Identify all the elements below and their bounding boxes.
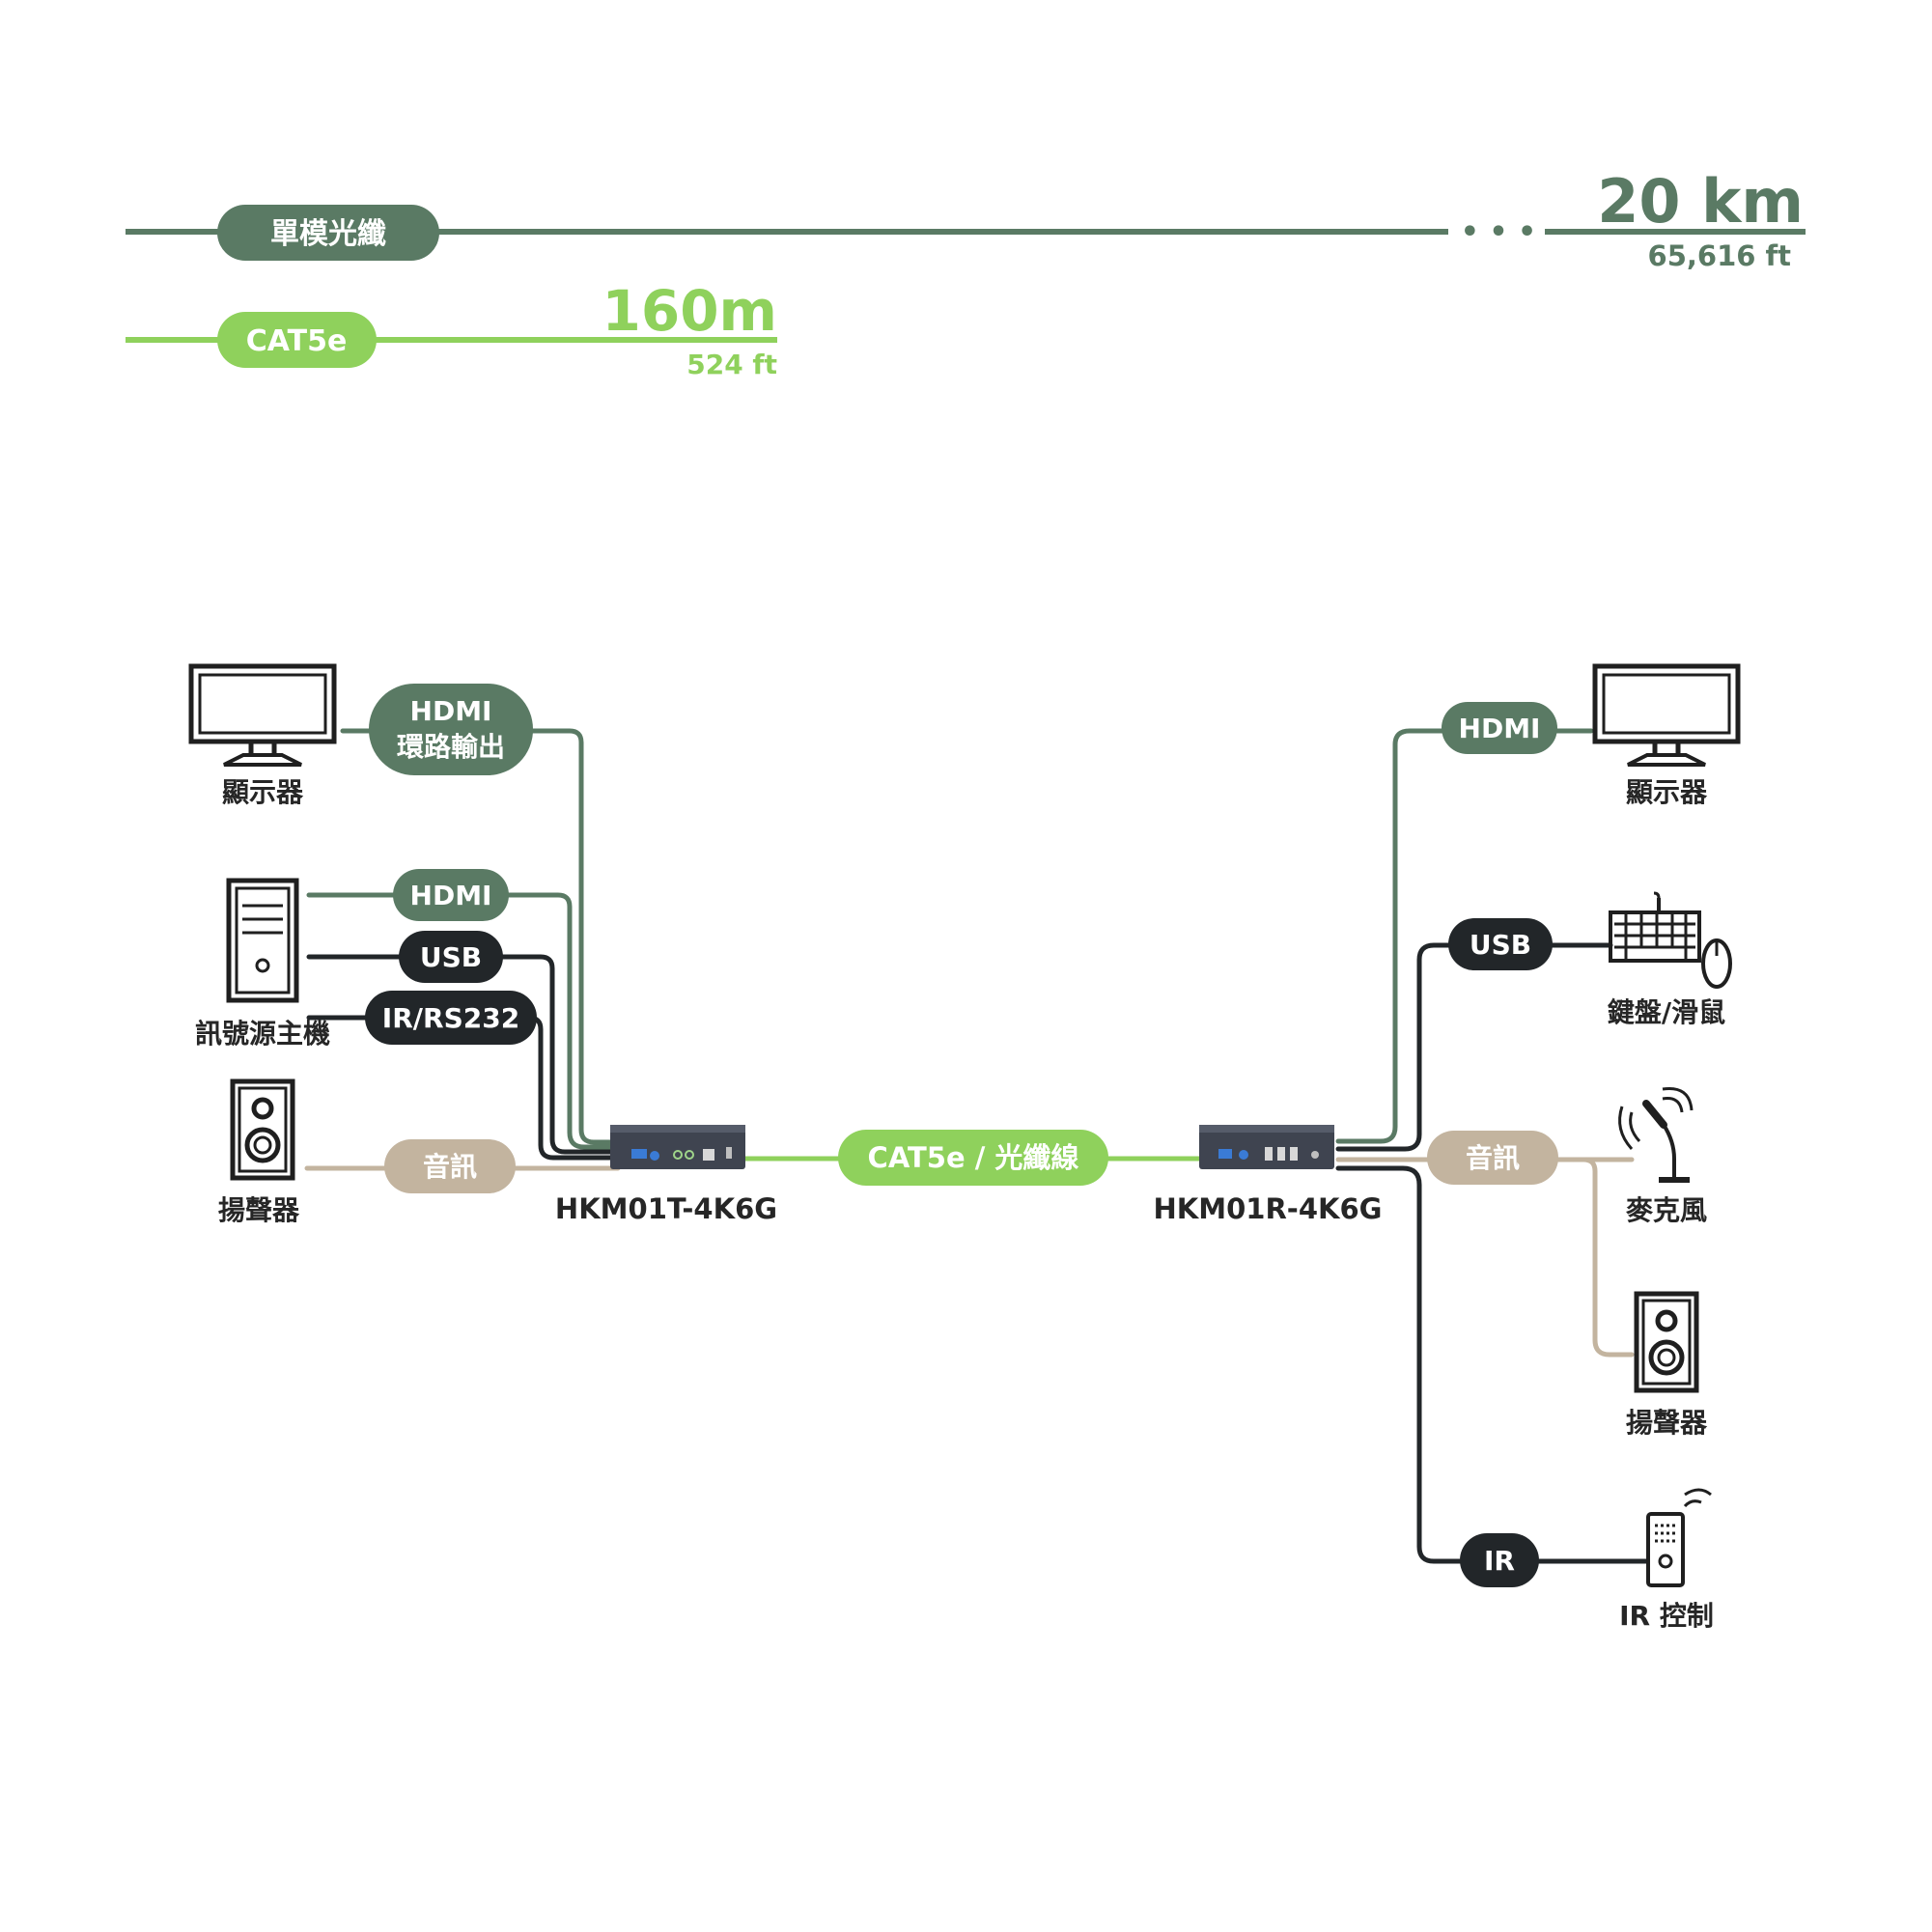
cat5e-type-label: CAT5e <box>246 324 348 358</box>
monitor-icon <box>188 663 337 767</box>
tx-monitor-device: 顯示器 <box>188 663 337 808</box>
keyboard-mouse-icon <box>1609 891 1732 989</box>
rx-hdmi-pill: HDMI <box>1442 702 1557 754</box>
fiber-type-pill <box>217 205 439 261</box>
tx-usb-label: USB <box>420 941 482 973</box>
rx-ir-cable <box>1335 1165 1649 1564</box>
rx-hdmi-label: HDMI <box>1459 713 1541 744</box>
rx-usb-pill: USB <box>1448 918 1553 970</box>
fiber-distance-feet: 65,616 ft <box>1648 239 1792 272</box>
tx-hdmi-cable <box>306 892 621 1150</box>
tx-usb-pill: USB <box>399 931 503 983</box>
cat5e-type-pill <box>217 312 377 368</box>
tx-hdmi-loop-cable <box>340 728 621 1145</box>
rx-microphone-label: 麥克風 <box>1625 1194 1707 1226</box>
transmitter-unit: HKM01T-4K6G <box>555 1125 777 1225</box>
rx-audio-pill: 音訊 <box>1427 1131 1558 1185</box>
cat5e-distance-value: 160m <box>602 278 777 344</box>
remote-control-icon <box>1646 1488 1712 1587</box>
transmitter-model: HKM01T-4K6G <box>555 1192 777 1225</box>
tx-usb-cable <box>306 954 621 1155</box>
tx-hdmi-label: HDMI <box>410 880 492 911</box>
speaker-icon <box>1634 1291 1699 1393</box>
tx-hdmi-loop-label-line2: 環路輸出 <box>397 731 505 763</box>
cat5e-fiber-pill: CAT5e / 光纖線 <box>838 1130 1108 1186</box>
tx-speaker-device: 揚聲器 <box>218 1078 300 1226</box>
rx-audio-speaker-cable <box>1571 1157 1635 1358</box>
rx-speaker-label: 揚聲器 <box>1626 1407 1708 1439</box>
rx-usb-label: USB <box>1470 929 1531 961</box>
tx-source-pc-label: 訊號源主機 <box>195 1018 330 1050</box>
tx-hdmi-loop-label-line1: HDMI <box>410 695 492 727</box>
tx-speaker-label: 揚聲器 <box>218 1194 300 1226</box>
rx-hdmi-cable <box>1335 728 1594 1144</box>
rx-ir-pill: IR <box>1460 1533 1539 1587</box>
rx-microphone-device: 麥克風 <box>1618 1086 1707 1226</box>
rx-ir-control-label: IR 控制 <box>1619 1600 1714 1632</box>
cat5e-distance-feet: 524 ft <box>686 349 777 380</box>
tx-wiring <box>304 728 621 1171</box>
fiber-type-label: 單模光纖 <box>270 217 386 251</box>
tx-audio-label: 音訊 <box>423 1151 477 1183</box>
tx-monitor-label: 顯示器 <box>222 776 304 808</box>
pc-tower-icon <box>226 878 299 1003</box>
rx-audio-label: 音訊 <box>1466 1142 1520 1174</box>
rx-ir-control-device: IR 控制 <box>1619 1488 1714 1632</box>
tx-ir-rs232-label: IR/RS232 <box>382 1002 519 1034</box>
monitor-icon <box>1592 663 1741 767</box>
tx-source-pc-device: 訊號源主機 <box>195 878 330 1050</box>
receiver-model: HKM01R-4K6G <box>1154 1192 1383 1225</box>
tx-audio-pill: 音訊 <box>384 1139 516 1193</box>
rx-speaker-device: 揚聲器 <box>1626 1291 1708 1439</box>
tx-hdmi-pill: HDMI <box>393 869 509 921</box>
microphone-icon <box>1618 1086 1694 1183</box>
cat5e-fiber-label: CAT5e / 光纖線 <box>868 1141 1079 1174</box>
rx-monitor-label: 顯示器 <box>1626 776 1708 808</box>
rx-ir-label: IR <box>1484 1545 1515 1577</box>
fiber-distance-value: 20 km <box>1597 166 1804 237</box>
rx-usb-cable <box>1335 942 1613 1152</box>
cat5e-distance-row: CAT5e 160m 524 ft <box>126 278 777 380</box>
rx-keyboard-mouse-device: 鍵盤/滑鼠 <box>1608 891 1732 1028</box>
rx-monitor-device: 顯示器 <box>1592 663 1741 808</box>
speaker-icon <box>230 1078 295 1181</box>
rx-keyboard-mouse-label: 鍵盤/滑鼠 <box>1608 996 1725 1028</box>
fiber-distance-row: • • • 單模光纖 20 km 65,616 ft <box>126 166 1806 272</box>
tx-hdmi-loop-pill: HDMI 環路輸出 <box>369 684 533 775</box>
tx-ir-rs232-pill: IR/RS232 <box>365 991 537 1045</box>
fiber-distance-ellipsis: • • • <box>1461 215 1536 249</box>
receiver-unit: HKM01R-4K6G <box>1154 1125 1383 1225</box>
